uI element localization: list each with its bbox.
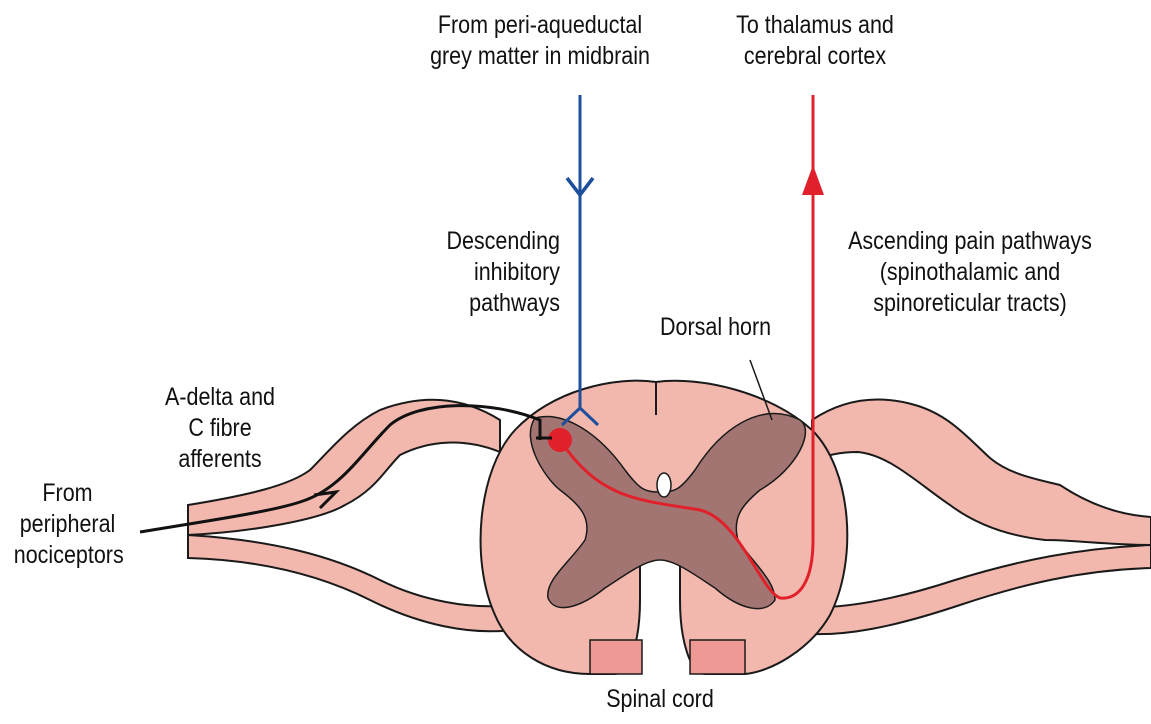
label-ascending-pain-pathways: Ascending pain pathways (spinothalamic a… [841, 226, 1099, 319]
right-ventral-exit-zone [690, 640, 745, 674]
left-ventral-exit-zone [590, 640, 642, 674]
label-spinal-cord: Spinal cord [583, 684, 738, 715]
central-canal [657, 473, 671, 497]
ascending-arrowhead [802, 165, 824, 195]
label-from-peripheral-nociceptors: From peripheral nociceptors [14, 478, 122, 571]
right-dorsal-root [812, 400, 1151, 545]
label-descending-inhibitory-pathways: Descending inhibitory pathways [422, 226, 560, 319]
descending-inhibitory-pathway [562, 95, 598, 425]
label-dorsal-horn: Dorsal horn [660, 312, 771, 343]
dorsal-horn-neuron [548, 428, 572, 452]
label-from-pag: From peri-aqueductal grey matter in midb… [411, 10, 669, 72]
label-afferents: A-delta and C fibre afferents [143, 382, 298, 475]
left-ventral-root [188, 535, 512, 631]
label-to-thalamus: To thalamus and cerebral cortex [708, 10, 923, 72]
